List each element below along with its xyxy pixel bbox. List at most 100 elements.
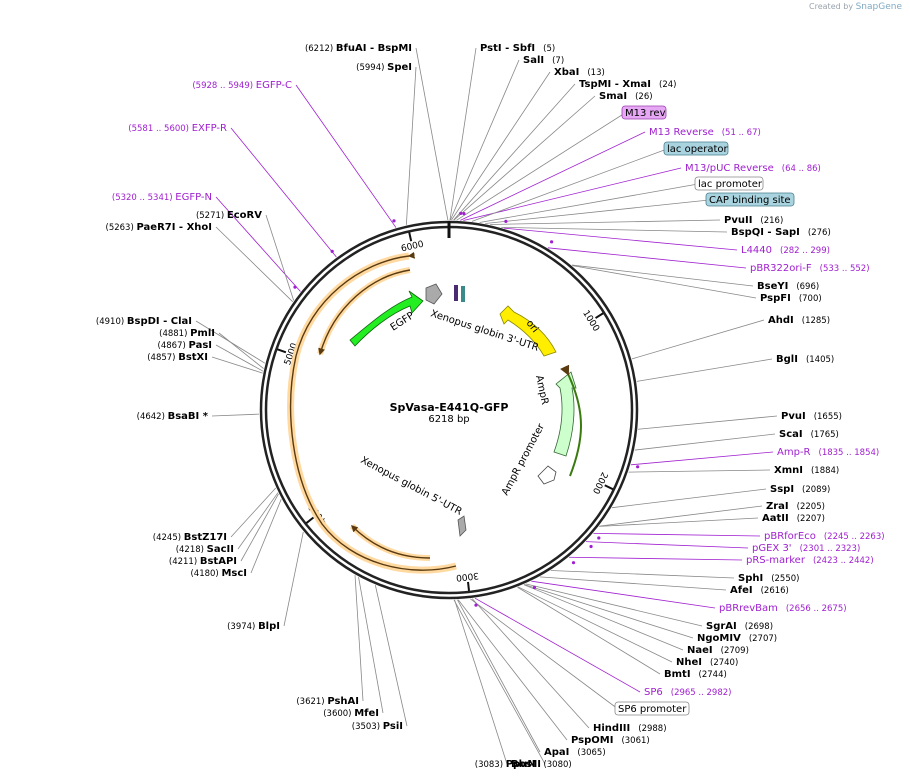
primer-pbr322ori-f[interactable]: pBR322ori-F(533 .. 552): [750, 263, 870, 274]
primer-m13-reverse[interactable]: M13 Reverse(51 .. 67): [649, 127, 761, 138]
enzyme-psii[interactable]: (3503) PsiI: [352, 721, 403, 732]
tick-label-6000: 6000: [400, 240, 425, 255]
box-m13-rev: [621, 105, 667, 120]
primer-sp6[interactable]: SP6(2965 .. 2982): [644, 687, 731, 698]
enzyme-pvuii[interactable]: PvuII(216): [724, 215, 783, 226]
leader-pvui: [637, 415, 778, 430]
leader-egfp-c: [295, 84, 397, 228]
feature-label-ampr: AmpR: [533, 374, 550, 406]
enzyme-paer7i[interactable]: (5263) PaeR7I - XhoI: [106, 222, 212, 233]
enzyme-sali[interactable]: SalI(7): [523, 55, 564, 66]
feature-globin-5utr[interactable]: Xenopus globin 5'-UTR: [359, 455, 467, 537]
primer-site-pgex-3: [589, 544, 593, 549]
leader-sp6: [474, 597, 641, 693]
enzyme-psti[interactable]: PstI - SbfI(5): [480, 43, 555, 54]
enzyme-scai[interactable]: ScaI(1765): [779, 429, 839, 440]
enzyme-bmti[interactable]: BmtI(2744): [664, 669, 727, 680]
leader-paer7i: [215, 226, 294, 303]
brand-created-by: Created by: [809, 2, 854, 11]
enzyme-tspmi[interactable]: TspMI - XmaI(24): [579, 79, 676, 90]
primer-site-sp6: [474, 603, 478, 607]
feature-ori[interactable]: ori: [499, 305, 557, 357]
enzyme-hindiii[interactable]: HindIII(2988): [593, 723, 667, 734]
enzyme-ecorv[interactable]: (5271) EcoRV: [196, 210, 262, 221]
box-lac-operator: [663, 141, 729, 156]
enzyme-pmli[interactable]: (4881) PmlI: [159, 328, 215, 339]
leader-pspfi: [572, 265, 757, 299]
box-label-sp6-promoter[interactable]: SP6 promoter: [618, 704, 687, 715]
primer-pbrforeco[interactable]: pBRforEco(2245 .. 2263): [764, 531, 885, 542]
leader-mfei: [358, 577, 384, 714]
enzyme-pspomi[interactable]: PspOMI(3061): [571, 735, 650, 746]
feature-egfp[interactable]: EGFP: [349, 290, 424, 347]
box-label-lac-promoter[interactable]: lac promoter: [698, 179, 763, 190]
primer-l4440[interactable]: L4440(282 .. 299): [741, 245, 830, 256]
box-label-m13-rev[interactable]: M13 rev: [625, 108, 666, 119]
enzyme-apai[interactable]: ApaI(3065): [544, 747, 606, 758]
leader-sacii: [237, 492, 279, 550]
enzyme-sspi[interactable]: SspI(2089): [770, 484, 830, 495]
enzyme-bspdi[interactable]: (4910) BspDI - ClaI: [96, 316, 192, 327]
enzyme-bstxi[interactable]: (4857) BstXI: [147, 352, 208, 363]
primer-pbrrevbam[interactable]: pBRrevBam(2656 .. 2675): [719, 603, 847, 614]
feature-ampr-promoter[interactable]: AmpR promoter: [500, 421, 557, 497]
enzyme-mfei[interactable]: (3600) MfeI: [323, 708, 379, 719]
leader-pvuii: [490, 219, 721, 225]
utr3-marker-teal: [461, 286, 465, 302]
enzyme-bstz17i[interactable]: (4245) BstZ17I: [153, 532, 227, 543]
enzyme-xbai[interactable]: XbaI(13): [554, 67, 605, 78]
tick-label-2000: 2000: [590, 470, 609, 495]
box-label-lac-operator[interactable]: lac operator: [667, 144, 728, 155]
tick-4000: [305, 516, 315, 524]
enzyme-blpi[interactable]: (3974) BlpI: [227, 621, 280, 632]
enzyme-aatii[interactable]: AatII(2207): [762, 513, 825, 524]
leader-spei: [405, 66, 417, 225]
leader-scai: [634, 433, 776, 451]
leader-sspi: [611, 488, 767, 509]
site-labels: (6212) BfuAI - BspMI (5994) SpeI (5928 .. …: [96, 43, 885, 770]
enzyme-sacii[interactable]: (4218) SacII: [176, 544, 234, 555]
leader-box-sp6-promoter: [470, 598, 619, 710]
leader-pspomi: [457, 599, 568, 741]
enzyme-nhei[interactable]: NheI(2740): [676, 657, 738, 668]
leader-bstapi: [240, 493, 279, 562]
enzyme-sphi[interactable]: SphI(2550): [738, 573, 799, 584]
leader-pbrforeco: [593, 532, 761, 537]
primer-exfp-r[interactable]: (5581 .. 5600) EXFP-R: [128, 123, 227, 134]
feature-ampr[interactable]: AmpR: [533, 371, 577, 457]
primer-egfp-n[interactable]: (5320 .. 5341) EGFP-N: [112, 192, 212, 203]
enzyme-pspfi[interactable]: PspFI(700): [760, 293, 822, 304]
enzyme-naei[interactable]: NaeI(2709): [687, 645, 749, 656]
enzyme-pvui[interactable]: PvuI(1655): [781, 411, 842, 422]
enzyme-smai[interactable]: SmaI(26): [599, 91, 653, 102]
primer-pgex-3[interactable]: pGEX 3'(2301 .. 2323): [752, 543, 860, 554]
leader-bgli: [636, 358, 773, 382]
enzyme-bfuai[interactable]: (6212) BfuAI - BspMI: [305, 43, 412, 54]
box-label-cap-binding-site[interactable]: CAP binding site: [709, 195, 791, 206]
enzyme-bseyi[interactable]: BseYI(696): [757, 281, 819, 292]
enzyme-ahdi[interactable]: AhdI(1285): [768, 315, 830, 326]
enzyme-sgrai[interactable]: SgrAI(2698): [706, 621, 773, 632]
enzyme-pshai[interactable]: (3621) PshAI: [296, 696, 359, 707]
enzyme-zrai[interactable]: ZraI(2205): [766, 501, 825, 512]
enzyme-bstapi[interactable]: (4211) BstAPI: [169, 556, 237, 567]
primer-prs-marker[interactable]: pRS-marker(2423 .. 2442): [746, 555, 874, 566]
primer-m13-puc-reverse[interactable]: M13/pUC Reverse(64 .. 86): [685, 163, 821, 174]
leader-l4440: [503, 227, 738, 251]
enzyme-ngomiv[interactable]: NgoMIV(2707): [697, 633, 777, 644]
primer-egfp-c[interactable]: (5928 .. 5949) EGFP-C: [192, 80, 292, 91]
plasmid-size: 6218 bp: [428, 414, 469, 425]
enzyme-spei[interactable]: (5994) SpeI: [356, 62, 412, 73]
enzyme-bgli[interactable]: BglI(1405): [776, 354, 834, 365]
enzyme-bsabi[interactable]: (4642) BsaBI *: [137, 411, 209, 422]
enzyme-pasi[interactable]: (4867) PasI: [158, 340, 212, 351]
enzyme-afei[interactable]: AfeI(2616): [730, 585, 789, 596]
leader-ppumi: [453, 599, 546, 765]
enzyme-bbsi[interactable]: BbsI(3080): [511, 759, 572, 770]
enzyme-msci[interactable]: (4180) MscI: [190, 568, 247, 579]
enzyme-bspqi[interactable]: BspQI - SapI(276): [731, 227, 831, 238]
primer-amp-r[interactable]: Amp-R(1835 .. 1854): [777, 447, 879, 458]
enzyme-ppumi[interactable]: (3083) PpuMI: [475, 759, 541, 770]
enzyme-xmni[interactable]: XmnI(1884): [774, 465, 839, 476]
leader-prs-marker: [569, 556, 743, 561]
